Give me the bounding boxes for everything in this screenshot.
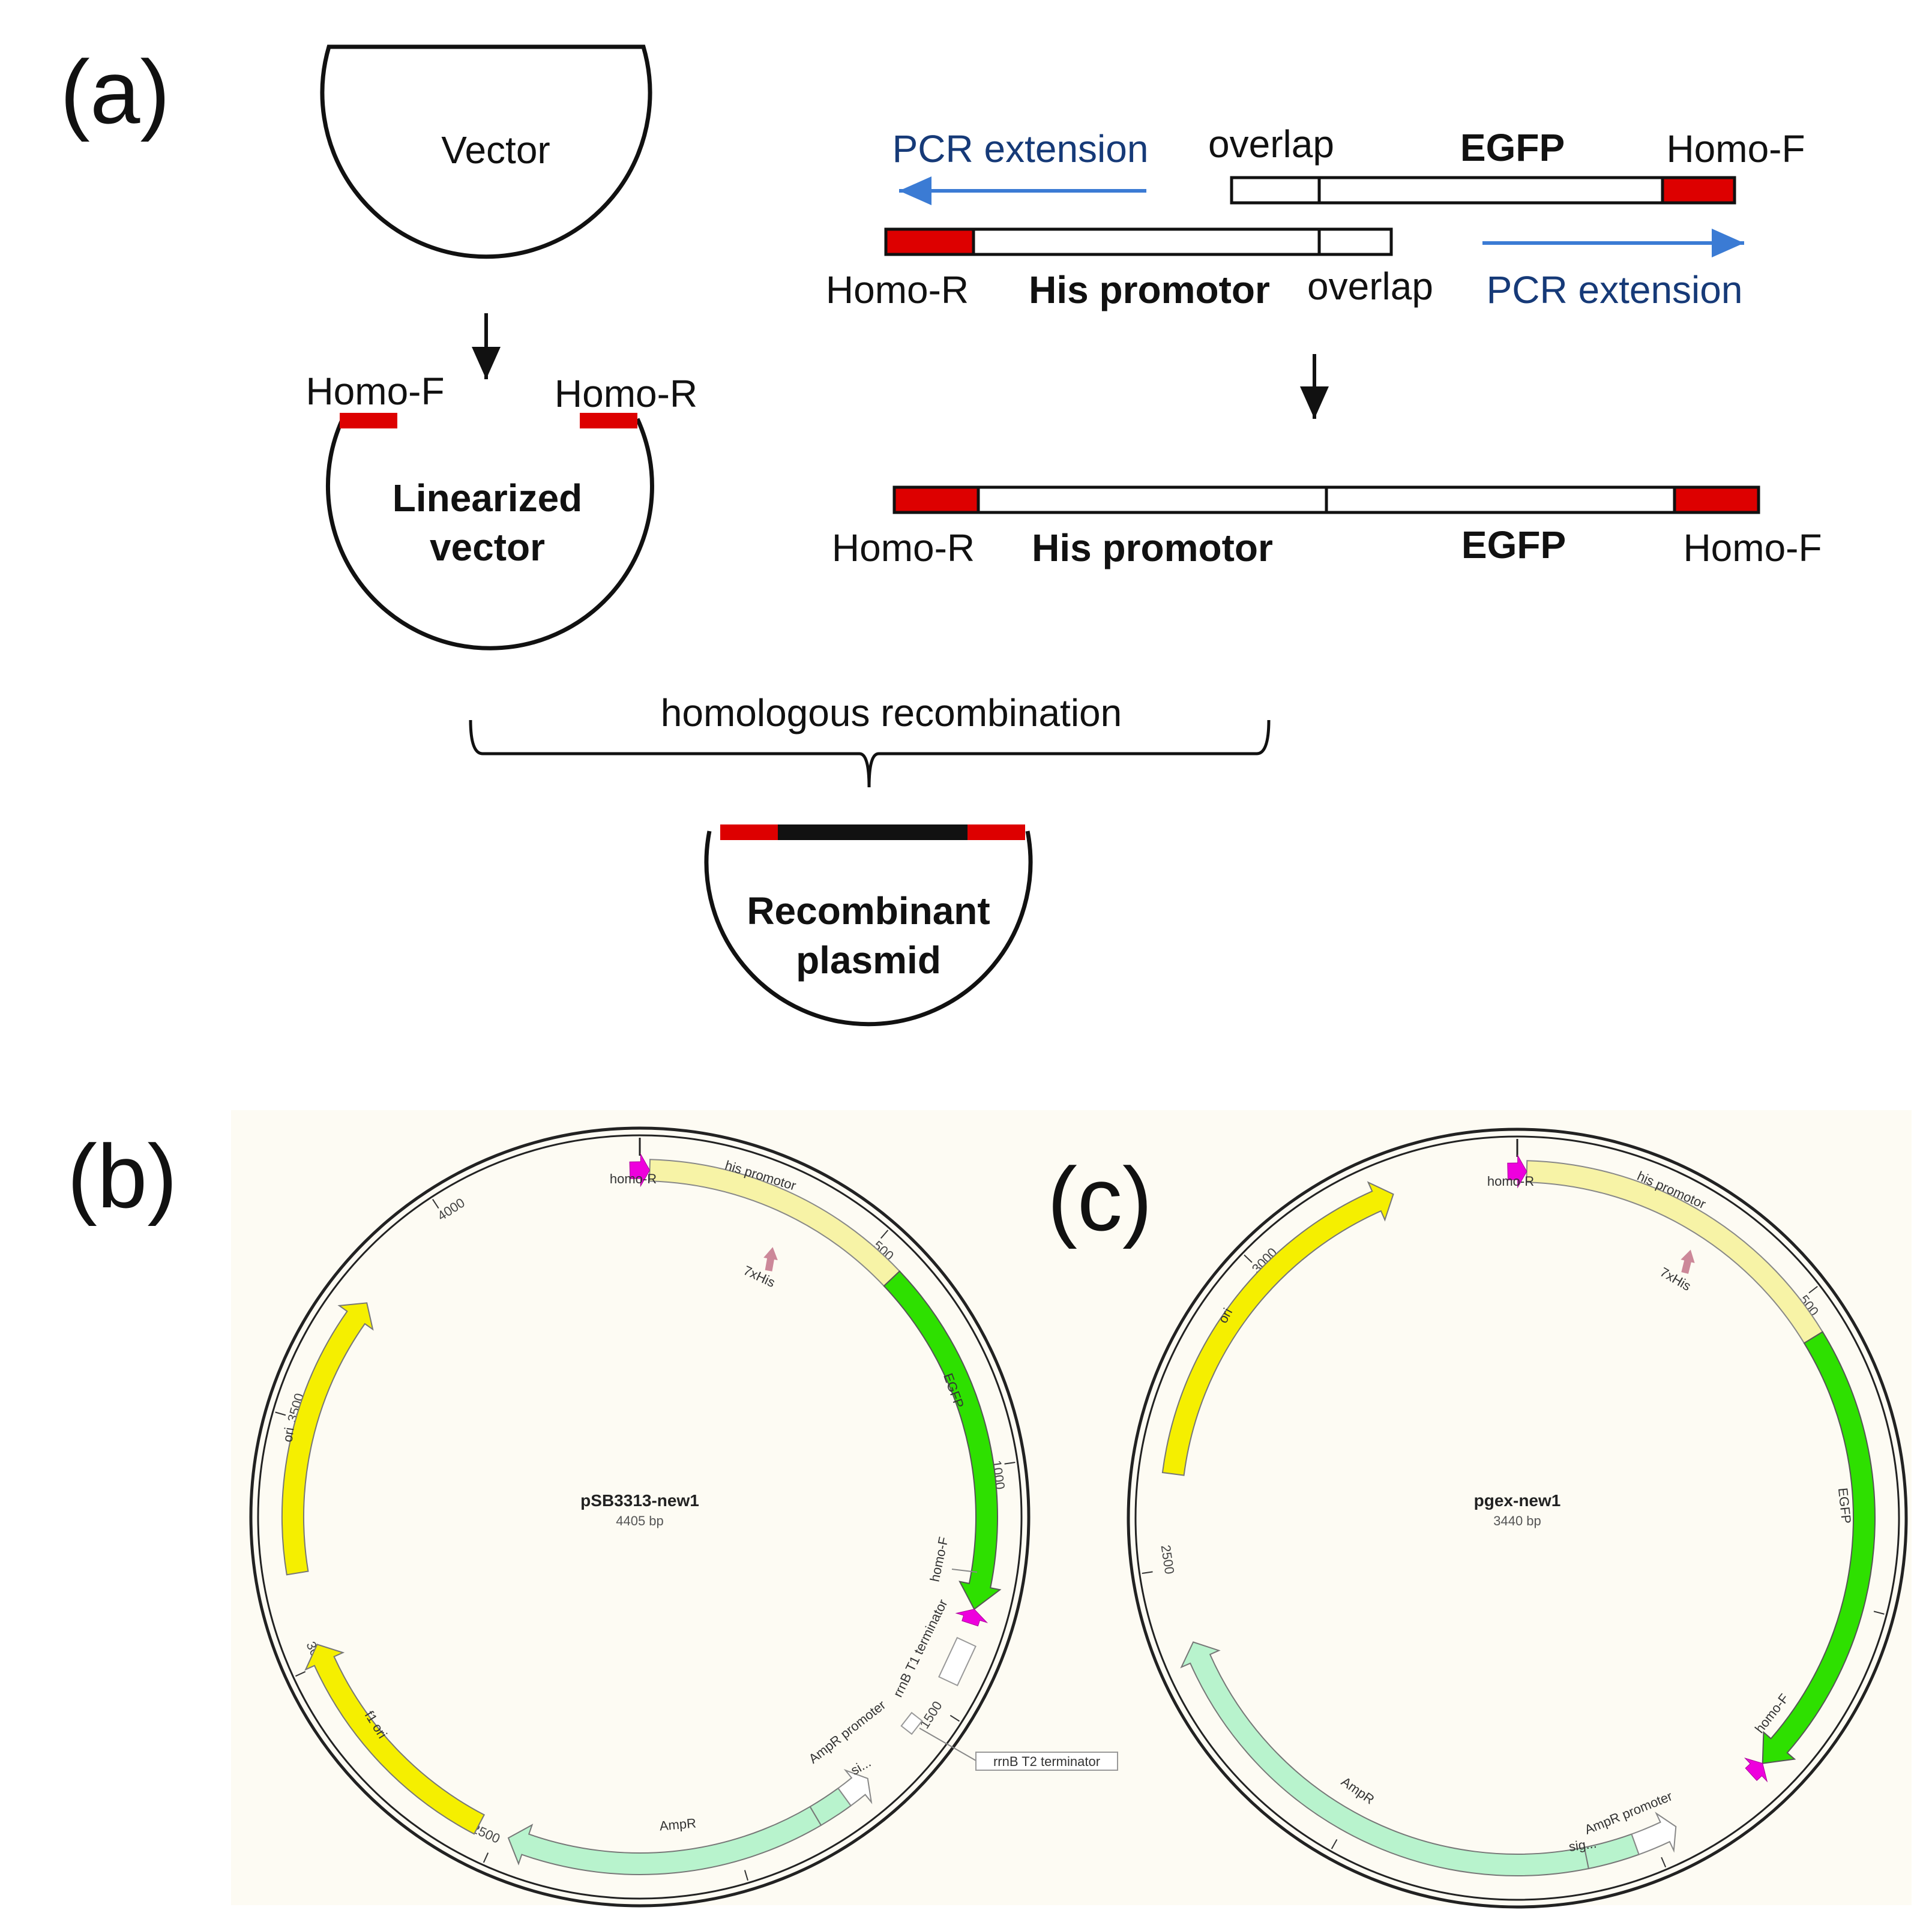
fused-homo-f <box>1673 485 1760 514</box>
pcr-extension-right-label: PCR extension <box>1487 268 1743 311</box>
label-ampr-b: AmpR <box>659 1815 697 1833</box>
panel-c-letter: (c) <box>1047 1149 1152 1249</box>
linearized-vector-shape <box>325 418 654 650</box>
recombinant-insert-black <box>778 824 968 840</box>
linearized-label-line1: Linearized <box>393 476 583 520</box>
feature-homo-f-b <box>955 1609 989 1627</box>
map-size-b: 4405 bp <box>616 1513 664 1528</box>
label-rrnb-t2-b: rrnB T2 terminator <box>993 1754 1100 1769</box>
backbone-inner-c <box>1134 1135 1900 1901</box>
leader-homo-f-b <box>951 1569 978 1573</box>
panel-a: (a) Vector Homo-F Homo-R Linearized vect… <box>60 41 1822 1027</box>
fused-his-promotor-label: His promotor <box>1032 526 1273 569</box>
label-box-rrnb-t2-b <box>975 1752 1118 1771</box>
label-egfp-c: EGFP <box>1835 1487 1854 1524</box>
homologous-recombination-label: homologous recombination <box>661 691 1122 734</box>
recombinant-homo-left <box>720 824 778 840</box>
panel-b-letter: (b) <box>67 1126 177 1227</box>
map-name-b: pSB3313-new1 <box>580 1491 699 1510</box>
feature-ampr-promoter-b <box>837 1769 873 1807</box>
linearized-homo-r-label: Homo-R <box>555 372 697 415</box>
recombinant-label-line1: Recombinant <box>747 889 990 932</box>
feature-signal-c <box>1583 1833 1640 1870</box>
label-ori-b: ori <box>280 1426 296 1443</box>
pcr-extension-left-label: PCR extension <box>892 127 1149 170</box>
feature-egfp-c <box>1762 1331 1876 1764</box>
leader-rrnb-t2-b <box>919 1728 977 1761</box>
feature-homo-r-c <box>1507 1154 1527 1189</box>
feature-rrnb-t2-b <box>900 1711 923 1735</box>
his-promotor-mid-label: His promotor <box>1029 268 1270 311</box>
tick-mark <box>295 1671 306 1677</box>
tick-mark <box>1808 1285 1818 1294</box>
upper-fragment-homo-f <box>1661 176 1736 205</box>
feature-ampr-c <box>1180 1641 1590 1876</box>
feature-rrnb-t1-b <box>938 1636 977 1687</box>
feature-ampr-b <box>507 1806 822 1875</box>
feature-homo-f-c <box>1744 1757 1768 1783</box>
fused-his-promotor <box>977 485 1328 514</box>
lower-fragment-his-promotor <box>972 227 1321 256</box>
feature-f1-ori-b <box>304 1644 486 1835</box>
recombinant-plasmid-shape <box>704 830 1033 1027</box>
homo-f-top-label: Homo-F <box>1666 127 1805 170</box>
lower-fragment-overlap <box>1317 227 1393 256</box>
overlap-top-label: overlap <box>1208 122 1334 166</box>
map-name-c: pgex-new1 <box>1474 1491 1561 1510</box>
feature-signal-b <box>809 1787 852 1827</box>
tick-mark <box>949 1714 960 1722</box>
feature-ori-c <box>1161 1181 1394 1476</box>
fused-homo-r <box>892 485 980 514</box>
tick-mark <box>1661 1857 1667 1868</box>
panel-a-letter: (a) <box>60 41 170 142</box>
tick-mark <box>275 1411 286 1416</box>
fused-egfp <box>1325 485 1676 514</box>
lower-fragment-homo-r <box>884 227 975 256</box>
label-homo-r-c: homo-R <box>1487 1174 1534 1189</box>
backbone-inner-b <box>257 1134 1023 1900</box>
linearized-homo-r-bar <box>580 413 637 428</box>
tick-mark <box>1873 1611 1885 1615</box>
linearized-homo-f-bar <box>340 413 397 428</box>
plasmid-maps-background <box>231 1110 1912 1905</box>
tick-mark <box>1331 1839 1338 1849</box>
linearized-label-line2: vector <box>430 526 545 569</box>
feature-7xhis-b <box>763 1247 778 1272</box>
feature-ampr-promoter-c <box>1631 1812 1677 1855</box>
vector-label: Vector <box>441 128 550 172</box>
map-size-c: 3440 bp <box>1493 1513 1541 1528</box>
homo-r-mid-label: Homo-R <box>826 268 969 311</box>
upper-fragment-egfp <box>1317 176 1664 205</box>
egfp-top-label: EGFP <box>1460 126 1565 169</box>
overlap-mid-label: overlap <box>1307 265 1433 308</box>
tick-mark <box>483 1852 489 1863</box>
tick-mark <box>744 1870 748 1881</box>
tick-mark <box>432 1199 439 1209</box>
tick-mark <box>880 1230 889 1239</box>
backbone-outer-c <box>1127 1128 1908 1909</box>
recombination-brace <box>469 719 1271 788</box>
fused-egfp-label: EGFP <box>1461 523 1566 566</box>
recombinant-label-line2: plasmid <box>796 938 941 982</box>
backbone-outer-b <box>249 1126 1031 1908</box>
feature-7xhis-c <box>1681 1249 1695 1274</box>
tick-mark <box>1244 1254 1253 1263</box>
linearized-homo-f-label: Homo-F <box>305 370 444 413</box>
tick-mark <box>1004 1462 1016 1465</box>
feature-homo-r-b <box>629 1153 651 1188</box>
plasmid-map-b: 5001000150020002500300035004000 homo-R h… <box>249 1126 1118 1908</box>
feature-ori-b <box>281 1302 374 1576</box>
fused-homo-r-label: Homo-R <box>832 526 975 569</box>
vector-shape <box>320 44 652 259</box>
tick-mark <box>1142 1571 1153 1575</box>
recombinant-homo-right <box>968 824 1025 840</box>
upper-fragment-overlap <box>1230 176 1321 205</box>
label-homo-r-b: homo-R <box>610 1171 657 1186</box>
fused-homo-f-label: Homo-F <box>1683 526 1822 569</box>
